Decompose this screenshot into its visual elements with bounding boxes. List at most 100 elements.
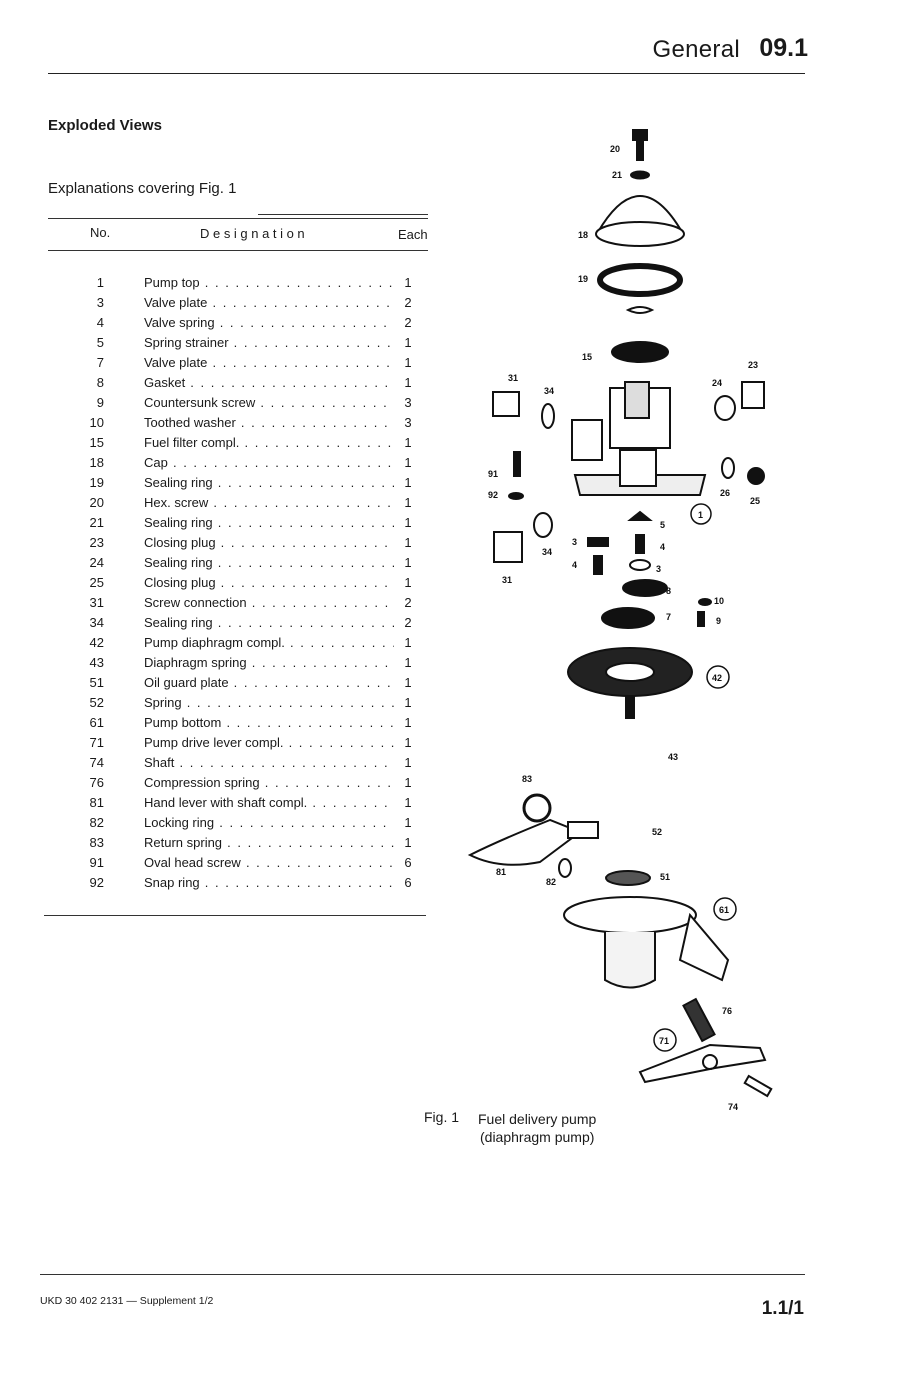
callout-34: 34 [544, 386, 554, 396]
callout-7: 7 [666, 612, 671, 622]
spring-strainer-part [627, 510, 653, 521]
part-designation: Cap [144, 453, 394, 473]
column-header-designation: Designation [200, 226, 309, 241]
sealing-ring-24-part [714, 395, 736, 421]
part-quantity: 1 [404, 495, 412, 510]
valve-spring-4-part [635, 534, 645, 554]
part-number: 82 [89, 815, 104, 830]
pump-bottom-body [604, 932, 656, 989]
callout-circle-1 [690, 503, 712, 525]
callout-circle-71 [653, 1028, 677, 1052]
callout-74: 74 [728, 1102, 738, 1110]
callout-15: 15 [582, 352, 592, 362]
part-number: 18 [89, 455, 104, 470]
valve-spring-4b-part [593, 555, 603, 575]
part-quantity: 1 [404, 275, 412, 290]
part-designation: Hex. screw [144, 493, 394, 513]
table-bottom-rule [44, 915, 426, 916]
part-number: 43 [89, 655, 104, 670]
part-designation: Sealing ring [144, 473, 394, 493]
part-number: 15 [89, 435, 104, 450]
part-designation: Closing plug [144, 533, 394, 553]
section-title: Exploded Views [48, 117, 162, 134]
part-number: 25 [89, 575, 104, 590]
column-header-no: No. [90, 225, 111, 240]
callout-23: 23 [748, 360, 758, 370]
callout-92: 92 [488, 490, 498, 500]
callout-42: 42 [712, 673, 722, 683]
part-designation: Screw connection [144, 593, 394, 613]
part-quantity: 3 [404, 395, 412, 410]
callout-91: 91 [488, 469, 498, 479]
part-designation: Valve plate [144, 353, 394, 373]
part-quantity: 1 [404, 535, 412, 550]
table-row: 18Cap1 [48, 453, 428, 473]
callout-76: 76 [722, 1006, 732, 1016]
table-row: 52Spring1 [48, 693, 428, 713]
part-quantity: 1 [404, 755, 412, 770]
table-top-rule-long [48, 218, 428, 219]
toothed-washer-part [698, 598, 712, 606]
part-quantity: 1 [404, 555, 412, 570]
sealing-ring-19-part [597, 263, 683, 297]
pump-bottom-part [563, 896, 697, 934]
part-quantity: 1 [404, 735, 412, 750]
part-quantity: 2 [404, 315, 412, 330]
part-designation: Valve spring [144, 313, 394, 333]
figure-label: Fig. 1 [424, 1109, 460, 1125]
part-number: 34 [89, 615, 104, 630]
callout-circle-42 [706, 665, 730, 689]
callout-61: 61 [719, 905, 729, 915]
part-quantity: 6 [404, 875, 412, 890]
part-quantity: 1 [404, 775, 412, 790]
oil-guard-plate-part [605, 870, 651, 886]
callout-3: 3 [656, 564, 661, 574]
part-number: 9 [96, 395, 104, 410]
part-designation: Toothed washer [144, 413, 394, 433]
part-quantity: 2 [404, 615, 412, 630]
part-designation: Snap ring [144, 873, 394, 893]
part-number: 7 [96, 355, 104, 370]
callout-18: 18 [578, 230, 588, 240]
diaphragm-stem [625, 695, 635, 719]
part-designation: Closing plug [144, 573, 394, 593]
part-quantity: 1 [404, 795, 412, 810]
part-quantity: 1 [404, 355, 412, 370]
part-designation: Oval head screw [144, 853, 394, 873]
pump-top-port-left [571, 419, 603, 461]
part-designation: Return spring [144, 833, 394, 853]
cap-rim [595, 221, 685, 247]
part-number: 10 [89, 415, 104, 430]
snap-ring-part [508, 492, 524, 500]
callout-8: 8 [666, 586, 671, 596]
fuel-filter-part [611, 341, 669, 363]
callout-83: 83 [522, 774, 532, 784]
part-quantity: 1 [404, 695, 412, 710]
callout-1: 1 [698, 510, 703, 520]
part-designation: Pump diaphragm compl. [144, 633, 394, 653]
callout-43: 43 [668, 752, 678, 762]
callout-19: 19 [578, 274, 588, 284]
callout-24: 24 [712, 378, 722, 388]
part-designation: Pump top [144, 273, 394, 293]
return-spring-part [522, 793, 552, 823]
part-number: 91 [89, 855, 104, 870]
countersunk-screw-part [697, 611, 705, 627]
pump-top-neck [624, 381, 650, 419]
callout-4: 4 [572, 560, 577, 570]
part-quantity: 1 [404, 655, 412, 670]
